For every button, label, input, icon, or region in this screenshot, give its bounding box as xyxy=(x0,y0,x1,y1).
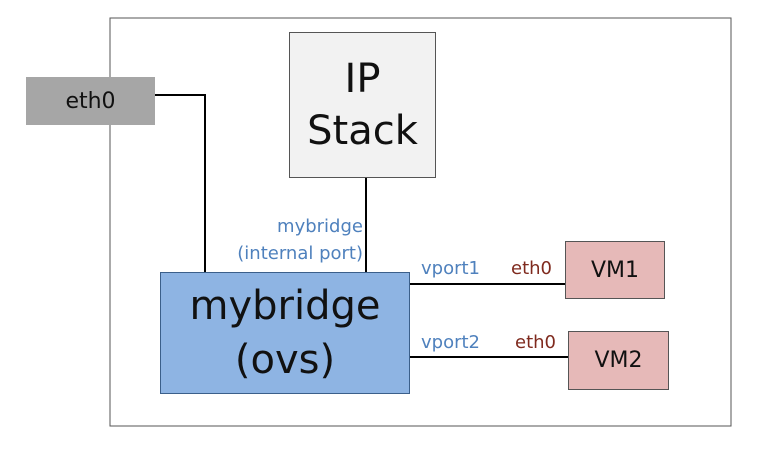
bridge-box: mybridge (ovs) xyxy=(160,272,410,394)
vm2-eth0-label: eth0 xyxy=(515,332,556,353)
bridge-line1: mybridge xyxy=(189,283,381,329)
host-eth0-label: eth0 xyxy=(65,88,116,114)
internal-port-line1: mybridge xyxy=(277,216,363,237)
vm1-eth0-label: eth0 xyxy=(511,258,552,279)
vport1-label: vport1 xyxy=(421,258,481,279)
vm2-label: VM2 xyxy=(594,348,643,373)
ip-stack-line2: Stack xyxy=(307,108,418,154)
vm2-box: VM2 xyxy=(568,331,669,390)
internal-port-line2: (internal port) xyxy=(237,243,363,264)
host-eth0-box: eth0 xyxy=(26,77,155,125)
vm1-box: VM1 xyxy=(565,241,665,299)
ip-stack-line1: IP xyxy=(344,56,381,102)
ip-stack-box: IP Stack xyxy=(289,32,436,178)
eth0-bridge-link xyxy=(155,94,206,272)
bridge-line2: (ovs) xyxy=(234,337,336,383)
internal-port-label: mybridge (internal port) xyxy=(237,213,363,267)
vport2-label: vport2 xyxy=(421,332,481,353)
vm1-label: VM1 xyxy=(590,257,640,283)
